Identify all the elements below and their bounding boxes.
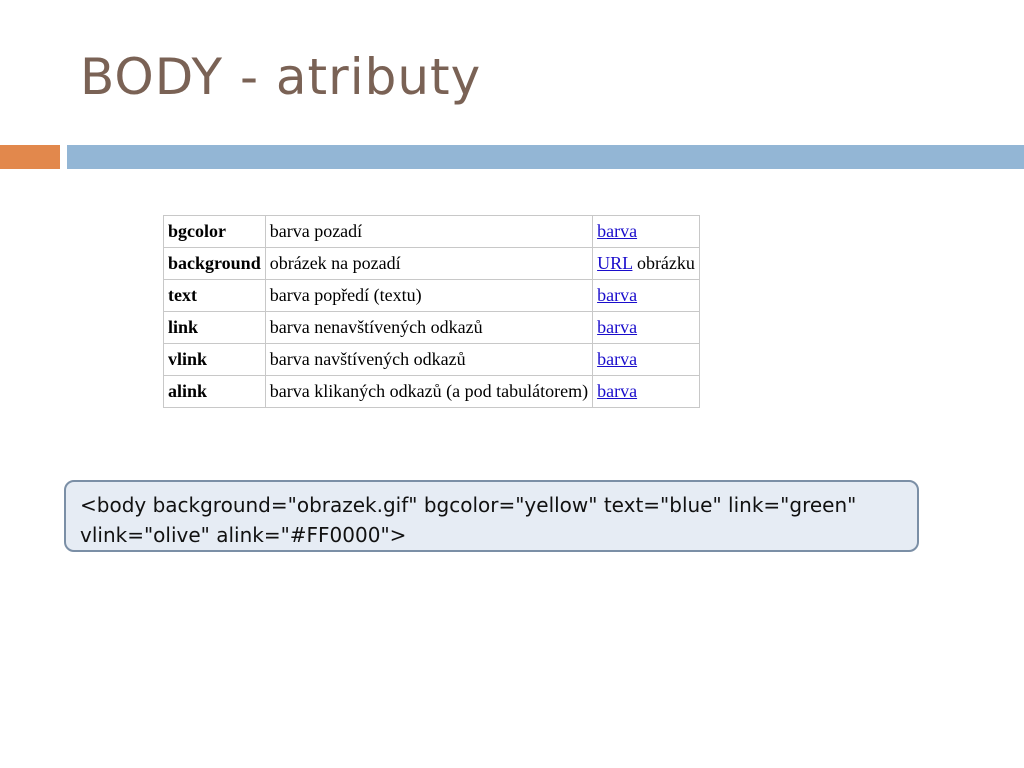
attribute-description: barva pozadí <box>264 215 594 248</box>
code-line: vlink="olive" alink="#FF0000"> <box>80 523 407 547</box>
attribute-name: link <box>163 311 266 344</box>
value-link[interactable]: barva <box>597 221 638 241</box>
attribute-description: barva nenavštívených odkazů <box>264 311 594 344</box>
attribute-value: barva <box>592 279 700 312</box>
attribute-description: barva navštívených odkazů <box>264 343 594 376</box>
accent-bar-orange <box>0 145 60 169</box>
attribute-name: vlink <box>163 343 266 376</box>
value-link[interactable]: URL <box>597 253 633 273</box>
value-link[interactable]: barva <box>597 349 638 369</box>
value-link[interactable]: barva <box>597 317 638 337</box>
table-row: link barva nenavštívených odkazů barva <box>163 311 700 344</box>
attribute-value: barva <box>592 311 700 344</box>
attribute-value: barva <box>592 343 700 376</box>
attribute-value: barva <box>592 375 700 408</box>
accent-bar-blue <box>67 145 1024 169</box>
code-line: <body background="obrazek.gif" bgcolor="… <box>80 493 857 517</box>
attribute-description: barva klikaných odkazů (a pod tabulátore… <box>264 375 594 408</box>
table-row: background obrázek na pozadí URL obrázku <box>163 247 700 280</box>
attribute-name: bgcolor <box>163 215 266 248</box>
table-row: vlink barva navštívených odkazů barva <box>163 343 700 376</box>
table-row: alink barva klikaných odkazů (a pod tabu… <box>163 375 700 408</box>
slide-title: BODY - atributy <box>80 48 482 106</box>
code-example-box: <body background="obrazek.gif" bgcolor="… <box>64 480 919 552</box>
attribute-value: barva <box>592 215 700 248</box>
value-suffix: obrázku <box>632 253 695 273</box>
value-link[interactable]: barva <box>597 381 638 401</box>
attribute-name: alink <box>163 375 266 408</box>
attribute-description: obrázek na pozadí <box>264 247 594 280</box>
attribute-name: background <box>163 247 266 280</box>
table-row: text barva popředí (textu) barva <box>163 279 700 312</box>
attribute-description: barva popředí (textu) <box>264 279 594 312</box>
attribute-name: text <box>163 279 266 312</box>
table-row: bgcolor barva pozadí barva <box>163 215 700 248</box>
attributes-table: bgcolor barva pozadí barva background ob… <box>163 215 700 408</box>
value-link[interactable]: barva <box>597 285 638 305</box>
attribute-value: URL obrázku <box>592 247 700 280</box>
